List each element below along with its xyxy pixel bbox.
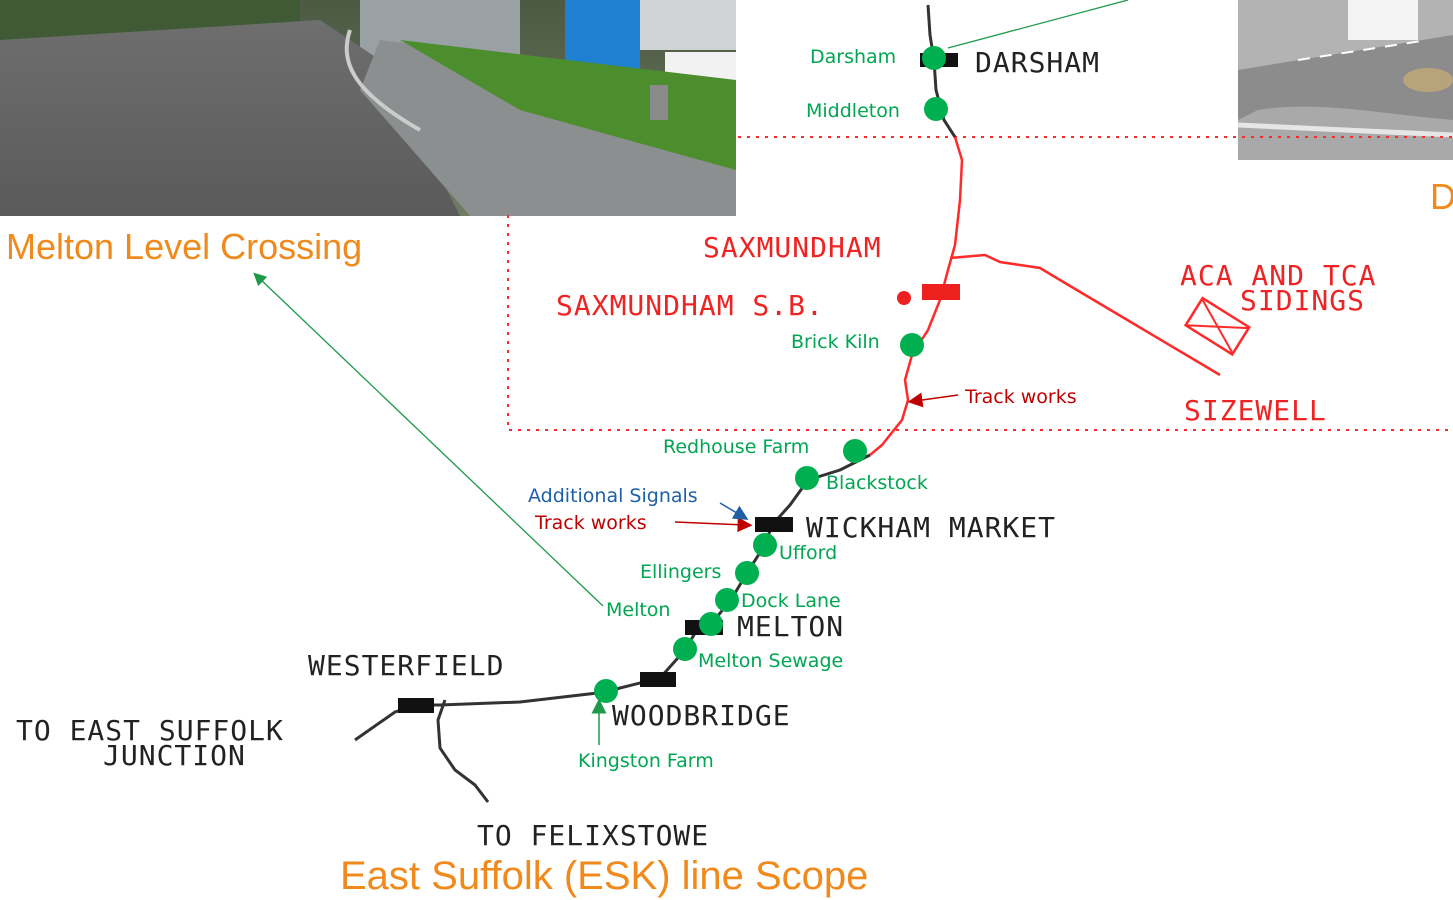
crossing-label-blackstock: Blackstock: [826, 472, 928, 494]
crossing-label-ufford: Ufford: [779, 542, 837, 564]
crossing-dot-ufford: [753, 533, 777, 557]
sidings-symbol: [1183, 296, 1251, 357]
crossing-label-kingston-farm: Kingston Farm: [578, 750, 714, 772]
crossing-dot-middleton: [924, 97, 948, 121]
crossing-dot-kingston-farm: [594, 679, 618, 703]
crossing-dot-blackstock: [795, 466, 819, 490]
station-label-darsham: DARSHAM: [975, 46, 1100, 79]
track-sizewell-branch: [949, 253, 1221, 377]
track-felixstowe: [436, 699, 490, 803]
westerfield-station: [398, 698, 434, 713]
melton-photo-leader: [253, 272, 604, 607]
level-crossing-markers: [594, 46, 948, 703]
station-label-aca-tca: ACA AND TCA: [1180, 259, 1376, 292]
track-works-arrow-2: [674, 517, 753, 533]
annotation-additional-signals: Additional Signals: [528, 485, 698, 507]
crossing-label-middleton: Middleton: [806, 100, 900, 122]
station-label-sizewell: SIZEWELL: [1184, 394, 1327, 427]
station-label-woodbridge: WOODBRIDGE: [612, 699, 791, 732]
crossing-dot-redhouse-farm: [843, 439, 867, 463]
station-label-sidings: SIDINGS: [1240, 284, 1365, 317]
saxmundham-sb-dot: [897, 291, 911, 305]
station-label-westerfield: WESTERFIELD: [308, 649, 504, 682]
annotation-track-works-north: Track works: [964, 386, 1077, 408]
caption-esk-scope: East Suffolk (ESK) line Scope: [340, 854, 869, 898]
caption-darsham-partial: D: [1430, 176, 1453, 217]
caption-melton-level-crossing: Melton Level Crossing: [6, 226, 363, 267]
annotation-track-works-wickham: Track works: [534, 512, 647, 534]
station-label-melton: MELTON: [737, 610, 844, 643]
additional-signals-arrow: [719, 502, 749, 520]
crossing-dot-brick-kiln: [900, 333, 924, 357]
crossing-label-dock-lane: Dock Lane: [741, 590, 841, 612]
scope-boundary: [507, 136, 1453, 431]
station-label-saxmundham: SAXMUNDHAM: [703, 231, 882, 264]
track-north: [926, 4, 957, 138]
darsham-photo-leader: [947, 0, 1129, 49]
darsham-crossing-photo: [1238, 0, 1453, 160]
crossing-dot-melton-sewage: [673, 637, 697, 661]
crossing-dot-melton: [699, 612, 723, 636]
crossing-label-melton-sewage: Melton Sewage: [698, 650, 843, 672]
crossing-label-darsham: Darsham: [810, 46, 896, 68]
crossing-dot-darsham: [922, 46, 946, 70]
track-scope: [869, 136, 964, 456]
melton-crossing-photo: [0, 0, 736, 216]
label-to-east-suffolk: TO EAST SUFFOLK: [16, 714, 284, 747]
label-to-felixstowe: TO FELIXSTOWE: [477, 819, 709, 852]
crossing-dot-ellingers: [735, 561, 759, 585]
woodbridge-station: [640, 672, 676, 687]
track-works-arrow-1: [907, 392, 959, 408]
station-label-wickham-market: WICKHAM MARKET: [806, 511, 1056, 544]
station-label-saxmundham-sb: SAXMUNDHAM S.B.: [556, 289, 824, 322]
crossing-dot-dock-lane: [715, 588, 739, 612]
label-junction: JUNCTION: [103, 739, 246, 772]
crossing-label-melton: Melton: [606, 599, 670, 621]
crossing-label-brick-kiln: Brick Kiln: [791, 331, 880, 353]
saxmundham-station: [922, 284, 960, 300]
crossing-label-ellingers: Ellingers: [640, 561, 721, 583]
wickham-market-station: [755, 517, 793, 532]
crossing-label-redhouse-farm: Redhouse Farm: [663, 436, 809, 458]
